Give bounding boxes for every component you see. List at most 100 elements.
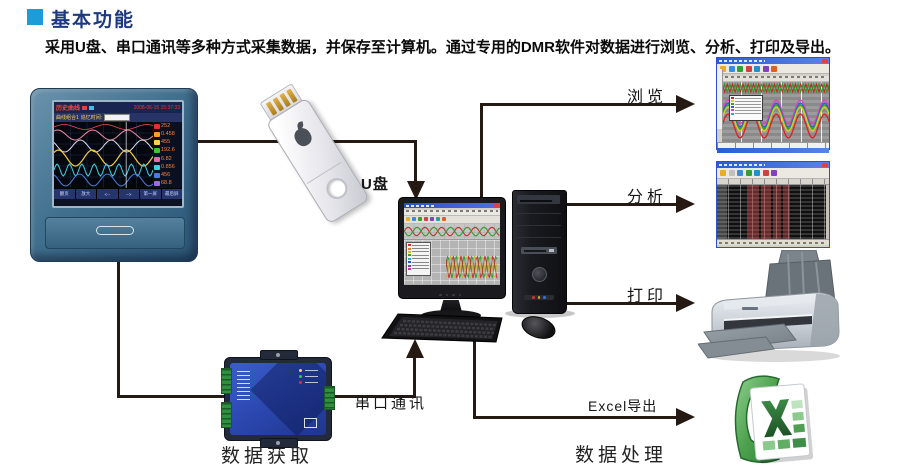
recorder-waveforms (54, 122, 153, 188)
channel-row: 0.856 (154, 164, 181, 171)
serial-converter (221, 350, 335, 448)
dmr-overview-strip (404, 223, 500, 240)
browse-toolbar (717, 64, 829, 74)
recorder-screen-header: 历史曲线 2008-06-15 15:37:33 (54, 102, 182, 113)
close-icon (494, 204, 499, 207)
channel-value: 456 (161, 171, 171, 178)
browse-window-titlebar (717, 58, 829, 64)
dmr-toolbar (404, 215, 500, 224)
led-label-line (305, 382, 318, 383)
analysis-toolbar (717, 168, 829, 179)
recorder-button: 翻页 (54, 189, 75, 199)
paperless-recorder: 历史曲线 2008-06-15 15:37:33 曲线组合1 追忆时间: 252… (30, 88, 198, 262)
usb-status-icon (89, 105, 95, 110)
browse-chart (722, 81, 829, 142)
overview-waveforms (404, 223, 500, 239)
label-data-acquisition: 数据获取 (221, 446, 314, 467)
usb-lanyard-hole (322, 174, 352, 203)
usb-body (265, 97, 371, 225)
page-description: 采用U盘、串口通讯等多种方式采集数据，并保存至计算机。通过专用的DMR软件对数据… (45, 39, 840, 56)
recorder-button: 最后屏 (161, 189, 182, 199)
terminal-block-left-lower (221, 402, 232, 428)
bezel-seam (516, 225, 561, 226)
toolbar-icon (424, 217, 428, 221)
apple-logo-icon (291, 125, 315, 150)
channel-row: 6.82 (154, 156, 181, 163)
bezel-seam (516, 213, 561, 214)
titlebar-text-lines (406, 204, 436, 207)
label-excel-export: Excel导出 (588, 398, 658, 414)
channel-value: 455 (161, 139, 171, 146)
recorder-door-handle (96, 226, 134, 235)
dmr-legend (406, 241, 431, 276)
toolbar-icon (430, 217, 434, 221)
optical-drive (517, 195, 560, 204)
channel-row: 455 (154, 139, 181, 146)
line-browse-horizontal (480, 103, 677, 106)
channel-value: 6.82 (161, 155, 172, 162)
mount-tab-bottom (260, 438, 298, 448)
channel-value: 192.6 (161, 147, 175, 154)
recorder-recall-label: 追忆时间: (80, 115, 103, 121)
channel-value: 68.8 (161, 179, 172, 186)
toolbar-icon (436, 217, 440, 221)
alarm-icon (82, 105, 88, 110)
channel-row: 456 (154, 172, 181, 179)
toolbar-icon (406, 217, 410, 221)
mount-hole (276, 441, 280, 445)
arrow-up-icon (406, 339, 424, 358)
recorder-waveform-plot (54, 122, 153, 188)
brand-logo-box (304, 418, 317, 428)
section-marker-square (27, 9, 43, 25)
browse-statusbar (717, 147, 829, 153)
channel-row: 68.8 (154, 180, 181, 187)
printer-right-cap (810, 293, 839, 347)
recorder-button: 第一屏 (140, 189, 161, 199)
arrow-right-print-icon (676, 294, 695, 312)
arrow-right-browse-icon (676, 95, 695, 113)
browse-waveforms (722, 81, 829, 139)
recorder-button: 放大 (75, 189, 96, 199)
terminal-block-right (324, 386, 335, 410)
led-red-icon (299, 381, 302, 384)
monitor-stand-neck (440, 300, 462, 312)
usb-flash-drive (251, 79, 373, 227)
channel-value: 0.856 (161, 163, 175, 170)
recorder-screen: 历史曲线 2008-06-15 15:37:33 曲线组合1 追忆时间: 252… (52, 100, 184, 208)
printer-lid-highlight (724, 295, 815, 310)
recorder-screen-title: 历史曲线 (56, 106, 81, 112)
recorder-subbar: 曲线组合1 追忆时间: (54, 113, 182, 122)
channel-color-chip (154, 124, 160, 129)
terminal-block-left-upper (221, 368, 232, 394)
page-title: 基本功能 (51, 10, 136, 31)
led-label-line (305, 370, 318, 371)
led-red-icon (532, 296, 535, 299)
monitor-screen (404, 203, 500, 285)
toolbar-icon (442, 217, 446, 221)
main-chart-waveforms (446, 254, 498, 279)
table-header-row (717, 179, 829, 185)
titlebar-text-lines (719, 60, 765, 62)
browse-window (716, 57, 830, 153)
channel-row: 252 (154, 123, 181, 130)
card-reader (521, 247, 557, 254)
channel-color-chip (154, 180, 160, 186)
slot-highlight (724, 314, 812, 321)
drive-slot (520, 200, 552, 202)
arrow-down-icon (407, 181, 425, 200)
excel-cover-swoosh (734, 375, 780, 463)
excel-icon (734, 375, 813, 464)
excel-sheet (749, 383, 813, 464)
close-icon (822, 163, 828, 167)
mount-hole (276, 353, 280, 357)
channel-color-chip (154, 132, 160, 138)
channel-color-chip (154, 156, 160, 162)
front-led-bar (524, 295, 554, 300)
scrollbar (826, 185, 829, 239)
label-serial: 串口通讯 (355, 395, 428, 412)
monitor-bezel-buttons (439, 293, 461, 296)
channel-row: 192.6 (154, 147, 181, 154)
tower-case (512, 190, 567, 314)
reader-button (549, 249, 554, 252)
